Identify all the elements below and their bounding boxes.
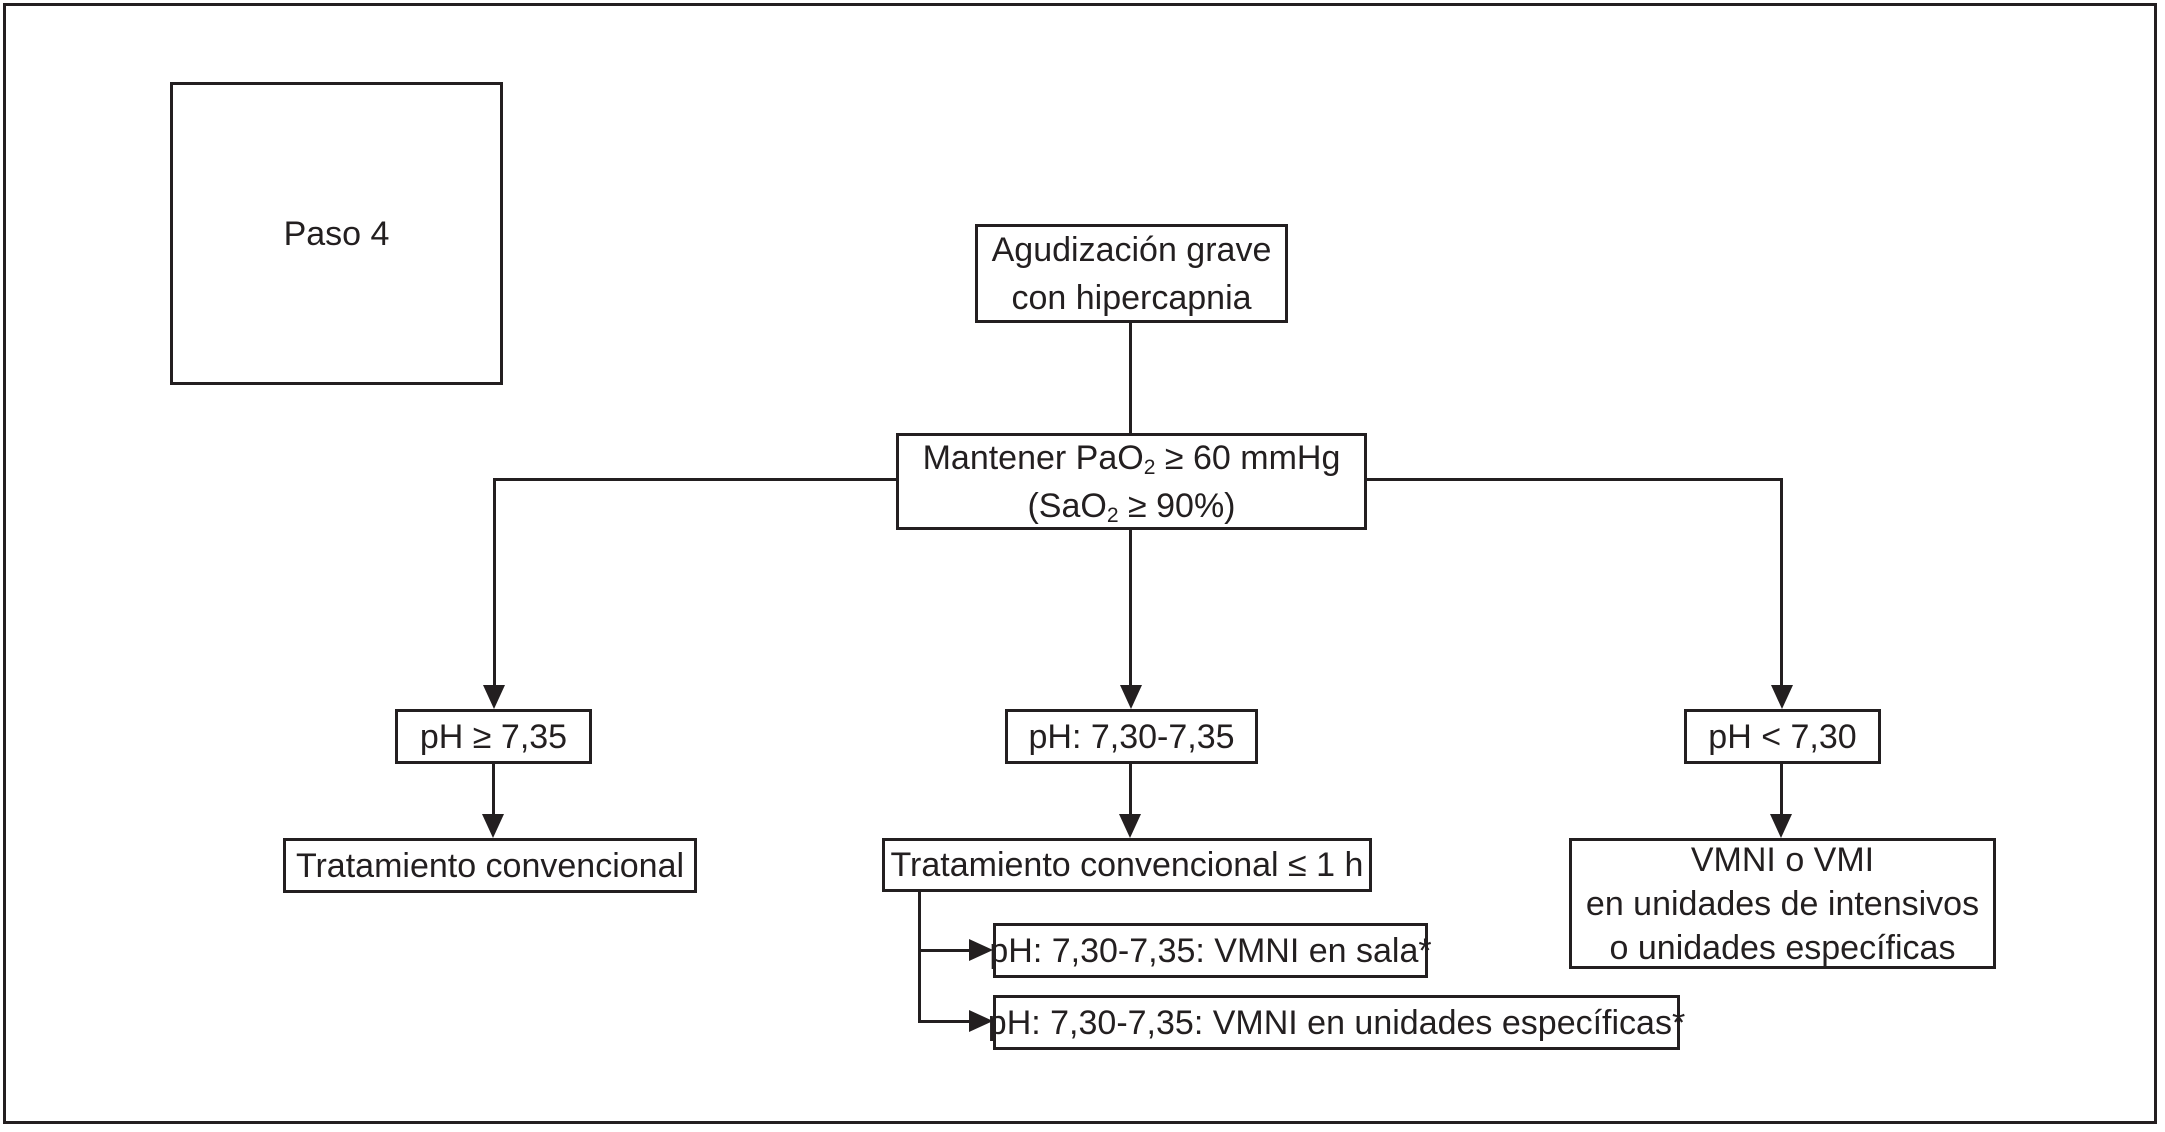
connector-maintain-right xyxy=(1367,478,1782,481)
step-label: Paso 4 xyxy=(283,214,390,253)
connector-maintain-down xyxy=(1129,530,1132,686)
subscript: 2 xyxy=(1143,456,1156,480)
connector-conv1h-branch-down xyxy=(918,891,921,1023)
arrowhead-down-ph-mid xyxy=(1120,685,1142,709)
arrowhead-down-conventional-1h xyxy=(1119,814,1141,838)
arrowhead-right-unidades xyxy=(969,1010,993,1032)
connector-right-down xyxy=(1780,478,1783,686)
connector-left-down xyxy=(493,478,496,686)
node-text-line: Mantener PaO2 ≥ 60 mmHg xyxy=(922,438,1341,480)
node-ph-mid: pH: 7,30-7,35 xyxy=(1005,709,1258,764)
node-vmni-specific-units: pH: 7,30-7,35: VMNI en unidades específi… xyxy=(988,995,1685,1050)
node-vmni-vmi-icu: VMNI o VMI en unidades de intensivos o u… xyxy=(1569,838,1996,969)
node-ph-low: pH < 7,30 xyxy=(1684,709,1881,764)
connector-ph-high-down xyxy=(492,764,495,816)
node-text-line: con hipercapnia xyxy=(1011,278,1252,317)
node-text-line: o unidades específicas xyxy=(1609,928,1956,967)
step-label-box: Paso 4 xyxy=(170,82,503,385)
node-text-line: Agudización grave xyxy=(991,230,1272,269)
node-text-line: (SaO2 ≥ 90%) xyxy=(1027,486,1236,528)
node-conventional-treatment-1h: Tratamiento convencional ≤ 1 h xyxy=(882,838,1372,892)
arrowhead-down-ph-high xyxy=(483,685,505,709)
node-text-line: en unidades de intensivos xyxy=(1585,884,1980,923)
connector-branch-unidades xyxy=(918,1020,970,1023)
arrowhead-down-vmni-vmi xyxy=(1770,814,1792,838)
connector-maintain-left xyxy=(494,478,896,481)
node-vmni-ward: pH: 7,30-7,35: VMNI en sala* xyxy=(989,923,1432,978)
arrowhead-right-sala xyxy=(969,939,993,961)
node-acute-exacerbation: Agudización grave con hipercapnia xyxy=(975,224,1288,323)
subscript: 2 xyxy=(1106,504,1119,528)
node-ph-high: pH ≥ 7,35 xyxy=(395,709,592,764)
connector-root-to-maintain xyxy=(1129,321,1132,433)
connector-branch-sala xyxy=(918,949,970,952)
node-maintain-pao2: Mantener PaO2 ≥ 60 mmHg (SaO2 ≥ 90%) xyxy=(896,433,1367,530)
node-text-line: VMNI o VMI xyxy=(1690,840,1875,879)
node-conventional-treatment: Tratamiento convencional xyxy=(283,838,697,893)
connector-ph-low-down xyxy=(1780,764,1783,816)
connector-ph-mid-down xyxy=(1129,764,1132,816)
arrowhead-down-conventional xyxy=(482,814,504,838)
arrowhead-down-ph-low xyxy=(1771,685,1793,709)
